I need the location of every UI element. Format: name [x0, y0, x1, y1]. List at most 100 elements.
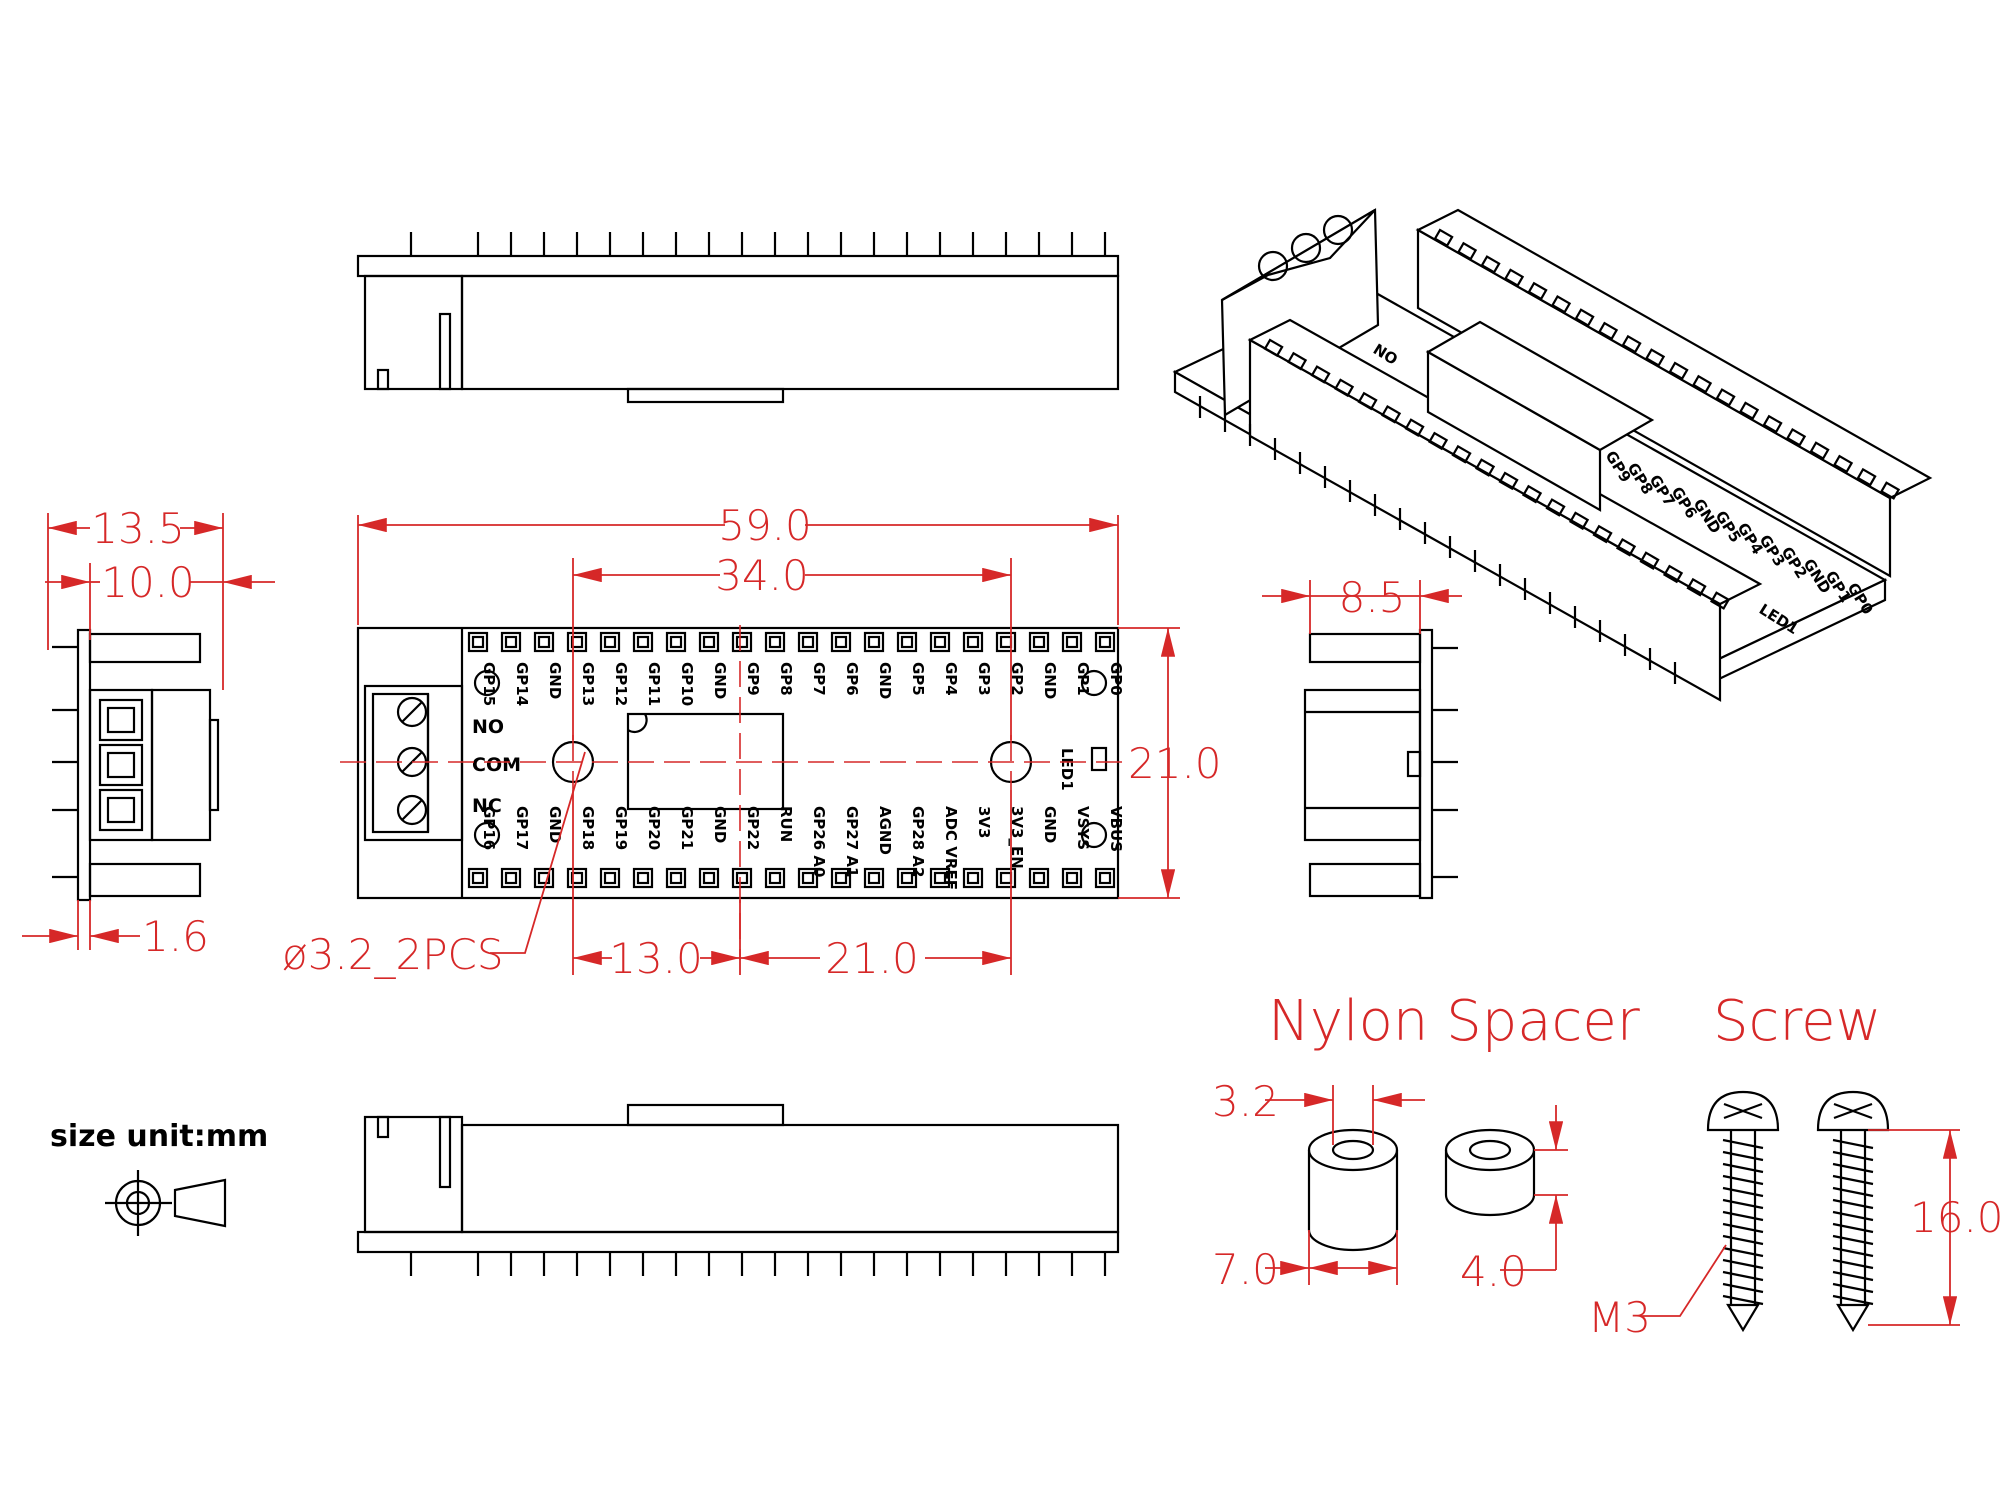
- iso-pad: [1715, 388, 1736, 407]
- corner-hole: [1080, 669, 1108, 697]
- led-label: LED1: [1058, 748, 1076, 791]
- pin-label-bottom: GP26 A0: [810, 806, 828, 877]
- pin-label-bottom: GP16: [480, 806, 498, 850]
- header-pad-inner: [966, 635, 980, 649]
- iso-pad: [1809, 441, 1830, 460]
- header-pad-inner: [900, 635, 914, 649]
- iso-pad: [1286, 351, 1308, 371]
- projection-symbol: [105, 1170, 227, 1236]
- dim-width: 21.0: [1118, 627, 1222, 899]
- screw-thread: [1832, 1258, 1874, 1270]
- pin-label-top: GND: [1041, 662, 1059, 699]
- header-pad: [1028, 867, 1050, 889]
- pin-label-bottom: GP18: [579, 806, 597, 850]
- header-pad: [1061, 867, 1083, 889]
- iso-pad: [1480, 255, 1501, 274]
- iso-pad: [1574, 308, 1595, 327]
- screw-thread: [1832, 1294, 1874, 1306]
- screw-thread: [1722, 1138, 1764, 1150]
- iso-pad: [1785, 427, 1807, 447]
- pin-labels: GP15GP16GP14GP17GNDGNDGP13GP18GP12GP19GP…: [480, 662, 1125, 890]
- pin-label-top: GP8: [777, 662, 795, 696]
- iso-pad: [1691, 374, 1713, 394]
- pin-label-bottom: 3V3_EN: [1008, 806, 1026, 869]
- dim-side-depth-total-label: 13.5: [91, 504, 185, 553]
- header-pad: [698, 631, 720, 653]
- dim-hole-spacing: 34.0: [572, 551, 1012, 740]
- header-pins-bottom: [409, 1252, 1107, 1276]
- header-pad: [731, 867, 753, 889]
- iso-pad: [1615, 537, 1637, 557]
- header-pad-inner: [933, 871, 947, 885]
- corner-hole: [473, 669, 501, 697]
- pin-label-bottom: GP28 A2: [909, 806, 927, 877]
- pin-label-bottom: ADC VREF: [942, 806, 960, 890]
- dim-hole-note: ø3.2_2PCS: [282, 751, 586, 979]
- header-pad: [599, 631, 621, 653]
- header-pad: [863, 867, 885, 889]
- dim-hole-spacing-label: 34.0: [715, 551, 809, 600]
- iso-pad: [1832, 454, 1854, 474]
- iso-pad: [1433, 228, 1454, 248]
- screw-thread: [1722, 1234, 1764, 1246]
- screw-right: [1816, 1090, 1890, 1333]
- header-pad-inner: [801, 871, 815, 885]
- pin-label-top: GP14: [513, 662, 531, 706]
- header-pad-inner: [933, 635, 947, 649]
- bottom-side-view: [356, 1103, 1120, 1276]
- dim-side-depth: 13.5 10.0: [45, 504, 275, 690]
- screw-thread: [1722, 1162, 1764, 1174]
- header-pad-inner: [537, 871, 551, 885]
- header-pad-inner: [834, 635, 848, 649]
- screw-thread: [1832, 1162, 1874, 1174]
- pin-label-top: GND: [876, 662, 894, 699]
- screw-length-label: 16.0: [1910, 1193, 2000, 1242]
- header-pad: [1094, 867, 1116, 889]
- iso-pad: [1545, 498, 1566, 517]
- pin-label-bottom: 3V3: [975, 806, 993, 838]
- header-pad: [830, 867, 852, 889]
- header-pad-inner: [801, 635, 815, 649]
- screw-thread: [1722, 1270, 1764, 1282]
- screw-thread: [1832, 1174, 1874, 1186]
- header-pad-inner: [966, 871, 980, 885]
- led-footprint: [1090, 746, 1108, 772]
- iso-pad: [1333, 378, 1355, 398]
- corner-hole: [473, 821, 501, 849]
- header-pad: [764, 867, 786, 889]
- header-pad: [1061, 631, 1083, 653]
- top-plan-view: NO COM NC GP15GP16GP14GP17GNDGNDGP13GP18…: [340, 625, 1130, 960]
- iso-pad: [1738, 401, 1760, 421]
- header-pad: [962, 631, 984, 653]
- pin-label-top: GP13: [579, 662, 597, 706]
- pin-label-top: GP9: [744, 662, 762, 696]
- header-pad: [929, 631, 951, 653]
- header-pad-inner: [669, 871, 683, 885]
- iso-pad: [1639, 551, 1660, 570]
- header-pad: [896, 631, 918, 653]
- header-pad: [566, 867, 588, 889]
- pin-label-bottom: GND: [711, 806, 729, 843]
- pin-label-bottom: RUN: [777, 806, 795, 842]
- pin-label-top: GP6: [843, 662, 861, 696]
- iso-pad: [1456, 241, 1478, 261]
- header-pad: [632, 631, 654, 653]
- header-pad: [500, 631, 522, 653]
- header-pad-inner: [1098, 635, 1112, 649]
- screw-thread: [1722, 1174, 1764, 1186]
- dim-center-to-hole-label: 21.0: [825, 934, 919, 983]
- pin-label-top: GP5: [909, 662, 927, 696]
- spacer-height-label: 4.0: [1460, 1247, 1527, 1296]
- iso-pad: [1762, 414, 1783, 434]
- screw-thread: [1832, 1222, 1874, 1234]
- terminal-screw-1: [396, 696, 428, 728]
- screw-thread: [1722, 1198, 1764, 1210]
- screw-thread: [1722, 1294, 1764, 1306]
- header-pad: [500, 867, 522, 889]
- header-pad: [665, 867, 687, 889]
- pin-label-top: GP3: [975, 662, 993, 696]
- header-pad-inner: [900, 871, 914, 885]
- terminal-screw-3: [396, 794, 428, 826]
- screw-thread: [1722, 1186, 1764, 1198]
